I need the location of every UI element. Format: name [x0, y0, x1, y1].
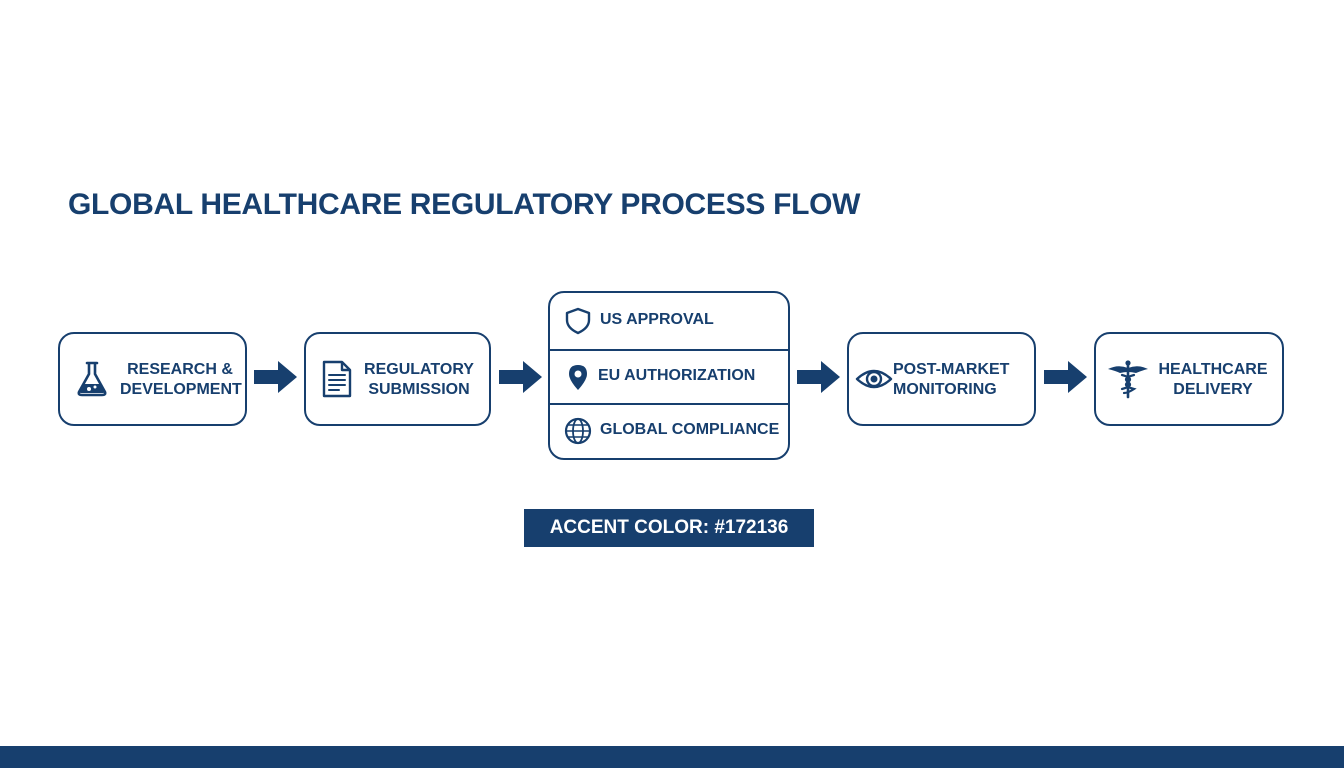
approval-row-us: US APPROVAL — [550, 293, 788, 349]
shield-icon — [565, 307, 591, 335]
step-label: POST-MARKET MONITORING — [893, 361, 1010, 398]
arrow-right-icon — [254, 361, 297, 393]
step-research-development: RESEARCH & DEVELOPMENT — [58, 332, 247, 426]
approvals-box: US APPROVAL EU AUTHORIZATION GLOBAL COMP… — [548, 291, 790, 460]
arrow-right-icon — [1044, 361, 1087, 393]
document-icon — [320, 360, 354, 398]
step-post-market-monitoring: POST-MARKET MONITORING — [847, 332, 1036, 426]
flask-icon — [74, 360, 110, 398]
approval-row-global: GLOBAL COMPLIANCE — [550, 405, 788, 458]
page-title: GLOBAL HEALTHCARE REGULATORY PROCESS FLO… — [68, 188, 861, 221]
approval-label: GLOBAL COMPLIANCE — [600, 421, 780, 438]
caduceus-icon — [1106, 359, 1150, 399]
footer-bar — [0, 746, 1344, 768]
step-regulatory-submission: REGULATORY SUBMISSION — [304, 332, 491, 426]
step-healthcare-delivery: HEALTHCARE DELIVERY — [1094, 332, 1284, 426]
approval-row-eu: EU AUTHORIZATION — [550, 349, 788, 405]
accent-color-badge: ACCENT COLOR: #172136 — [524, 509, 814, 547]
step-label: REGULATORY SUBMISSION — [364, 361, 474, 398]
globe-icon — [564, 417, 592, 445]
approval-label: US APPROVAL — [600, 311, 714, 328]
step-label: RESEARCH & DEVELOPMENT — [120, 361, 242, 398]
arrow-right-icon — [797, 361, 840, 393]
step-label: HEALTHCARE DELIVERY — [1158, 361, 1268, 398]
eye-icon — [855, 365, 893, 393]
location-pin-icon — [569, 365, 587, 390]
arrow-right-icon — [499, 361, 542, 393]
approval-label: EU AUTHORIZATION — [598, 367, 756, 384]
